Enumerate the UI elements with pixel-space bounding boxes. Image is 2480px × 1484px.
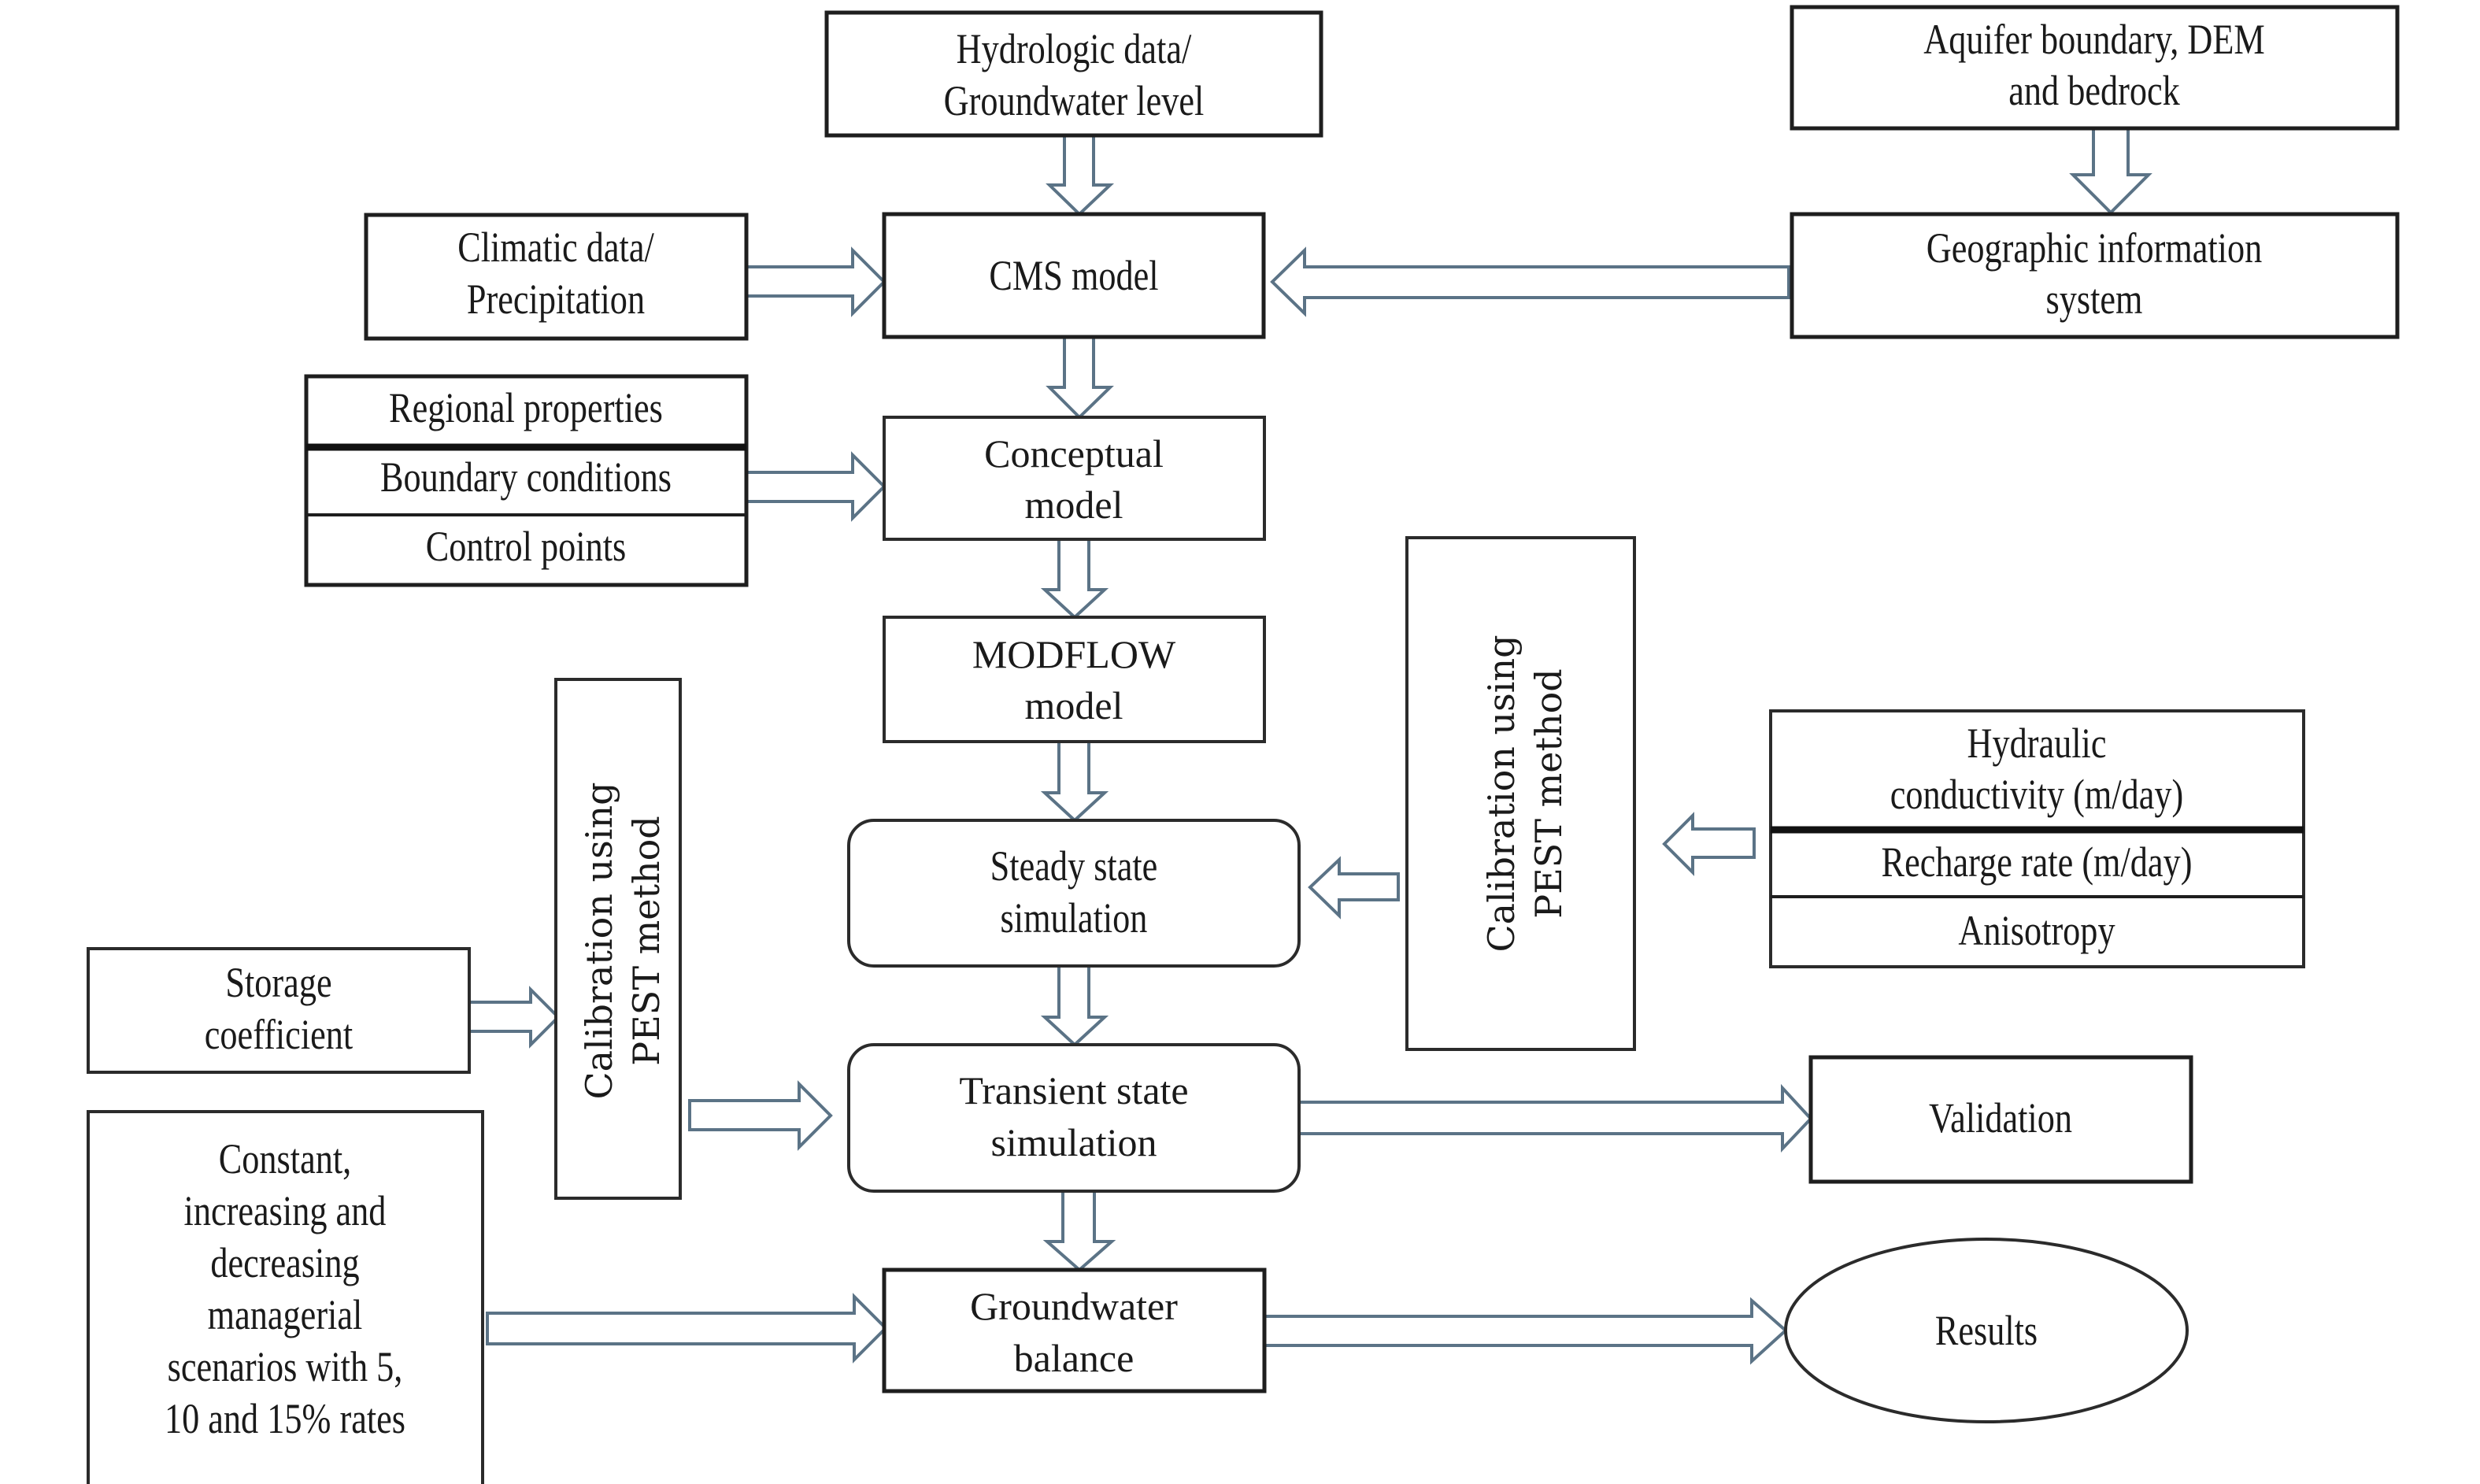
node-validation: Validation: [1808, 1055, 2193, 1184]
node-hydrologic-data: Hydrologic data/ Groundwater level: [824, 10, 1323, 138]
node-label: MODFLOW: [972, 632, 1176, 676]
node-validation-box: [1808, 1055, 2193, 1184]
node-managerial-scenarios: Constant, increasing and decreasing mana…: [87, 1110, 484, 1484]
node-label: model: [1025, 683, 1123, 727]
node-results-ellipse: [1784, 1238, 2189, 1423]
node-storage-box: [87, 947, 471, 1074]
node-label: Climatic data/: [457, 224, 654, 271]
node-label: Conceptual: [984, 431, 1164, 476]
arrow-hydrologic-to-cms: [1046, 134, 1115, 216]
arrow-scenarios-to-balance: [486, 1293, 888, 1364]
node-inputs-box: [304, 374, 749, 587]
node-modflow-model: MODFLOW model: [883, 616, 1266, 743]
node-label: system: [2046, 276, 2143, 323]
stack-row-hydraulic-conductivity: conductivity (m/day): [1890, 771, 2183, 818]
node-conceptual-box: [883, 416, 1266, 541]
arrow-steady-to-transient: [1040, 964, 1109, 1047]
node-aquifer-box: [1790, 5, 2400, 131]
node-label: Transient state: [959, 1068, 1188, 1112]
node-label: Results: [1935, 1307, 2038, 1354]
node-calibration-left: Calibration using PEST method: [554, 678, 682, 1200]
node-label: Groundwater: [970, 1284, 1178, 1328]
node-label: PEST method: [625, 816, 668, 1065]
node-climatic-data: Climatic data/ Precipitation: [364, 213, 749, 341]
node-inputs-stack: Regional properties Boundary conditions …: [304, 374, 749, 587]
node-steady-state: Steady state simulation: [847, 819, 1301, 968]
stack-row-anisotropy: Anisotropy: [1958, 907, 2115, 954]
node-label: Groundwater level: [944, 77, 1205, 124]
node-label: balance: [1014, 1336, 1135, 1380]
node-label: simulation: [1001, 894, 1148, 942]
node-transient-box: [847, 1043, 1301, 1193]
node-label: Precipitation: [467, 276, 645, 323]
node-conceptual-model: Conceptual model: [883, 416, 1266, 541]
arrow-climatic-to-cms: [745, 246, 887, 317]
node-steady-box: [847, 819, 1301, 968]
node-transient-state: Transient state simulation: [847, 1043, 1301, 1193]
node-cms-model: CMS model: [882, 212, 1266, 339]
arrow-hydraulic-to-calibration: [1662, 812, 1756, 876]
node-gis: Geographic information system: [1790, 212, 2400, 339]
node-label: and bedrock: [2008, 67, 2180, 114]
node-hydraulic-box: [1769, 709, 2305, 968]
stack-row-regional-properties: Regional properties: [389, 384, 663, 431]
node-label: managerial: [208, 1291, 363, 1338]
node-label: Calibration using: [1480, 635, 1523, 952]
node-label: Steady state: [990, 842, 1158, 890]
arrow-balance-to-results: [1263, 1297, 1788, 1365]
node-groundwater-balance: Groundwater balance: [882, 1268, 1267, 1393]
arrow-cms-to-conceptual: [1046, 335, 1114, 420]
node-label: decreasing: [210, 1239, 359, 1286]
arrow-calibration-to-steady: [1308, 856, 1400, 920]
node-hydraulic-stack: Hydraulic conductivity (m/day) Recharge …: [1769, 709, 2305, 968]
arrow-gis-to-cms: [1270, 246, 1790, 317]
node-results: Results: [1784, 1238, 2189, 1423]
arrow-inputs-to-conceptual: [745, 451, 887, 522]
stack-row-control-points: Control points: [426, 523, 627, 570]
arrow-calibration-to-transient: [688, 1080, 833, 1151]
stack-row-boundary-conditions: Boundary conditions: [380, 453, 672, 501]
node-balance-box: [882, 1268, 1267, 1393]
node-label: CMS model: [989, 252, 1158, 299]
node-label: Storage: [225, 959, 331, 1006]
node-label: Hydrologic data/: [957, 25, 1192, 72]
node-label: Constant,: [219, 1135, 351, 1182]
arrow-transient-to-validation: [1297, 1083, 1813, 1153]
node-label: model: [1025, 483, 1123, 527]
node-label: scenarios with 5,: [168, 1343, 403, 1390]
node-label: simulation: [990, 1120, 1157, 1164]
node-hydrologic-box: [824, 10, 1323, 138]
arrow-conceptual-to-modflow: [1040, 538, 1109, 620]
node-storage-coefficient: Storage coefficient: [87, 947, 471, 1074]
arrow-aquifer-to-gis: [2069, 127, 2152, 215]
stack-row-recharge-rate: Recharge rate (m/day): [1882, 838, 2193, 886]
node-label: Aquifer boundary, DEM: [1923, 16, 2265, 63]
node-cms-box: [882, 212, 1266, 339]
node-scenarios-box: [87, 1110, 484, 1484]
arrow-storage-to-calibration: [468, 986, 561, 1049]
node-label: increasing and: [184, 1187, 387, 1234]
node-label: Calibration using: [578, 782, 620, 1099]
stack-row-hydraulic-conductivity: Hydraulic: [1967, 720, 2107, 767]
node-label: coefficient: [205, 1011, 353, 1058]
node-label: Geographic information: [1927, 224, 2263, 272]
node-calibration-right: Calibration using PEST method: [1405, 536, 1636, 1051]
arrow-transient-to-balance: [1042, 1190, 1116, 1272]
node-aquifer-boundary: Aquifer boundary, DEM and bedrock: [1790, 5, 2400, 131]
arrow-modflow-to-steady: [1040, 740, 1109, 823]
node-calibration-right-box: [1405, 536, 1636, 1051]
node-label: PEST method: [1527, 668, 1570, 918]
node-label: 10 and 15% rates: [165, 1395, 405, 1442]
node-label: Validation: [1929, 1094, 2072, 1142]
node-calibration-left-box: [554, 678, 682, 1200]
node-climatic-box: [364, 213, 749, 341]
node-gis-box: [1790, 212, 2400, 339]
node-modflow-box: [883, 616, 1266, 743]
